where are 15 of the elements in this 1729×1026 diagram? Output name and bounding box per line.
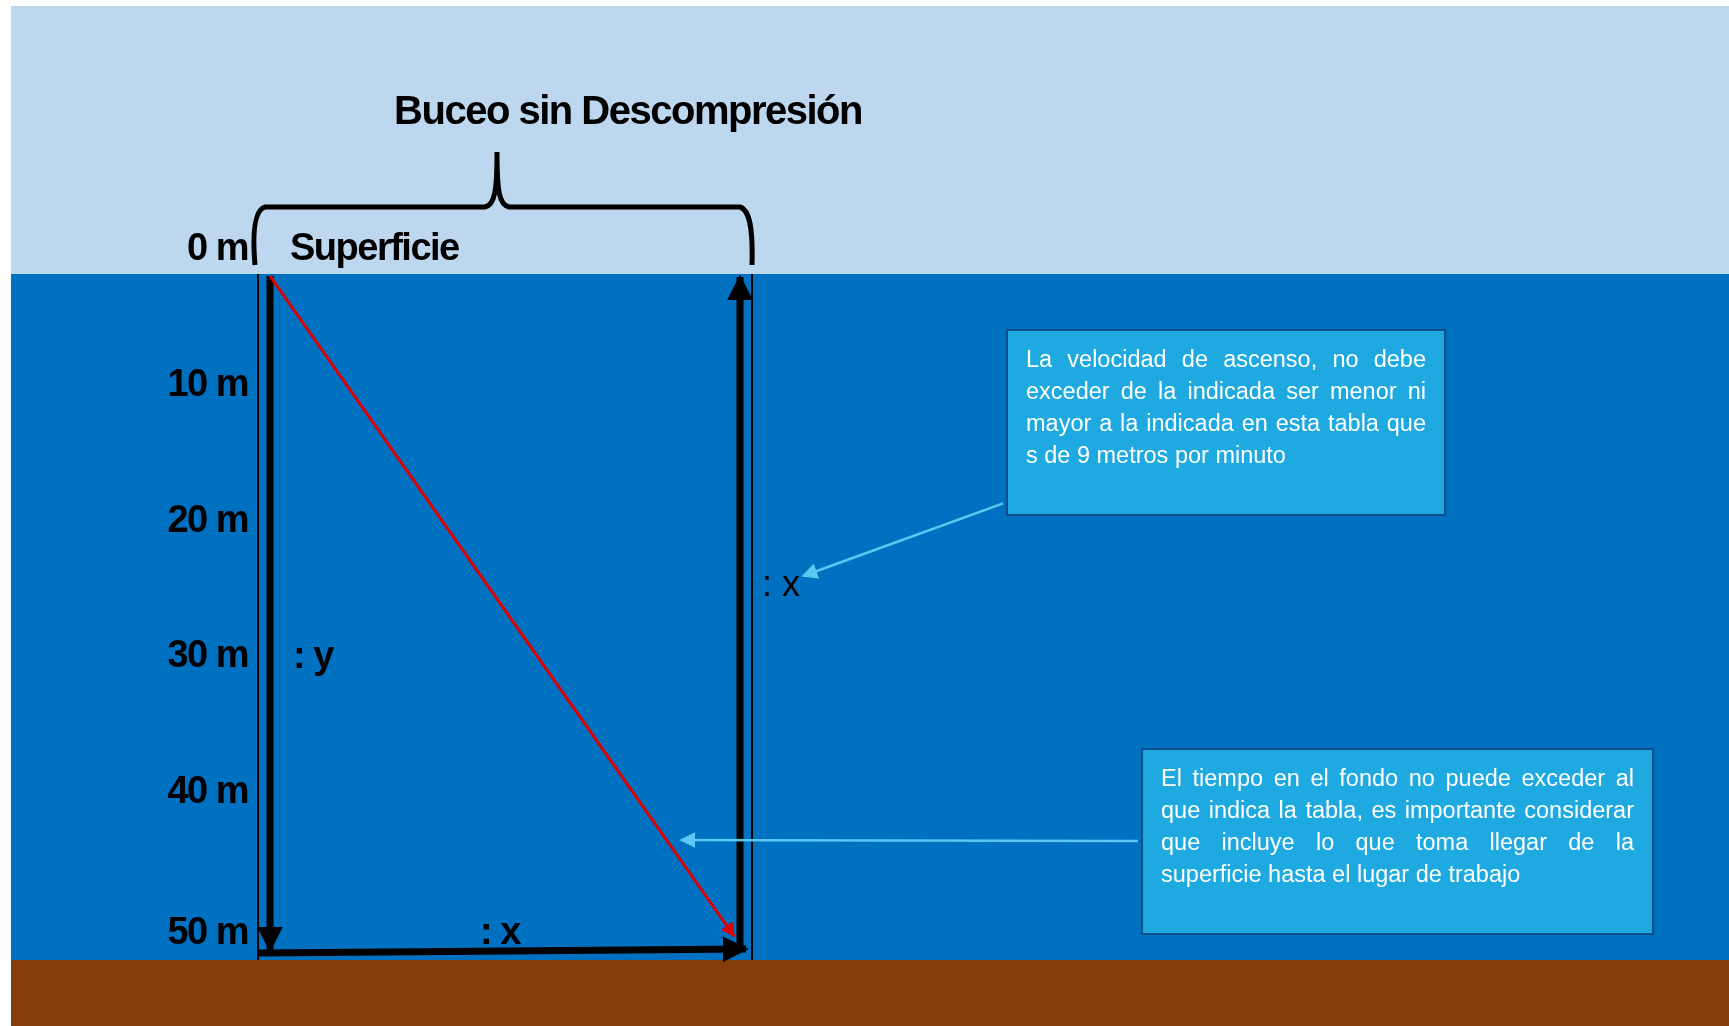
depth-label: 50 m [167, 912, 248, 950]
depth-label: 30 m [167, 635, 248, 673]
diagram-title: Buceo sin Descompresión [394, 90, 862, 130]
leader-line [679, 832, 1138, 849]
note-box: La velocidad de ascenso, no debe exceder de la indicada ser menor ni mayor a la indicada en esta tabla que s de 9 metros por minuto [1006, 329, 1446, 516]
segment-label: : x [762, 566, 800, 602]
depth-label: 10 m [167, 364, 248, 402]
surface-label: Superficie [290, 228, 459, 266]
segment-label: : x [480, 912, 520, 950]
note-box: El tiempo en el fondo no puede exceder al que indica la tabla, es importante considerar que incluye lo que toma llegar de la superficie hasta el lugar de trabajo [1141, 748, 1654, 935]
depth-label: 0 m [187, 228, 248, 266]
depth-label: 40 m [167, 771, 248, 809]
leader-line [801, 502, 1004, 579]
segment-label: : y [293, 636, 333, 674]
depth-label: 20 m [167, 500, 248, 538]
